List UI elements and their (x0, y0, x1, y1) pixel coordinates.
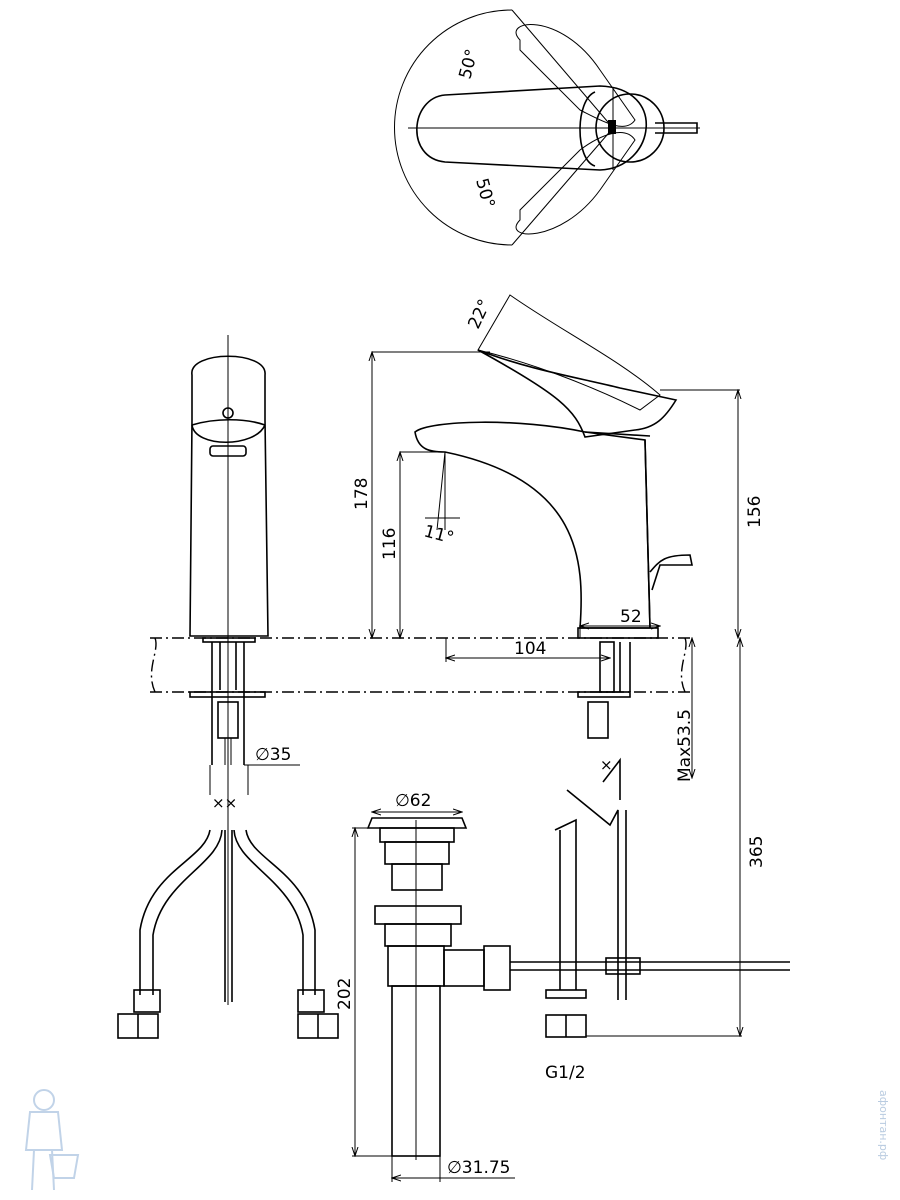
front-view-faucet: ⨯⨯ ∅35 (117, 335, 339, 1039)
height-spout-label: 116 (380, 528, 400, 560)
hose-length-label: 365 (747, 836, 767, 868)
drain-head-diameter-label: ∅62 (395, 791, 431, 811)
svg-text:⨯: ⨯ (600, 756, 613, 774)
watermark-text: афонтан.рф (877, 1090, 890, 1160)
dimension-lines: 178 116 11° 22° 156 52 104 Max53.5 365 ∅… (335, 296, 767, 1182)
depth-spout-label: 104 (514, 639, 546, 659)
drain-height-label: 202 (335, 978, 355, 1010)
shank-diameter-label: ∅35 (255, 745, 291, 765)
angle-top-label: 50° (456, 47, 483, 81)
thread-label: G1/2 (545, 1063, 586, 1083)
angle-bottom-label: 50° (471, 176, 498, 210)
depth-small-label: 52 (620, 607, 642, 627)
lever-angle-label: 22° (464, 296, 495, 332)
deck-max-label: Max53.5 (675, 709, 695, 782)
height-total-label: 178 (352, 478, 372, 510)
top-plan-view: 50° 50° (394, 9, 700, 246)
svg-text:⨯⨯: ⨯⨯ (212, 794, 237, 812)
side-view-faucet: ⨯ (414, 294, 790, 1038)
spout-angle-label: 11° (422, 522, 456, 549)
drain-pipe-diameter-label: ∅31.75 (447, 1158, 510, 1178)
plumber-mascot-logo (24, 1089, 80, 1191)
drain-assembly (366, 817, 511, 1160)
height-lever-label: 156 (745, 496, 765, 528)
deck-section (150, 637, 690, 693)
